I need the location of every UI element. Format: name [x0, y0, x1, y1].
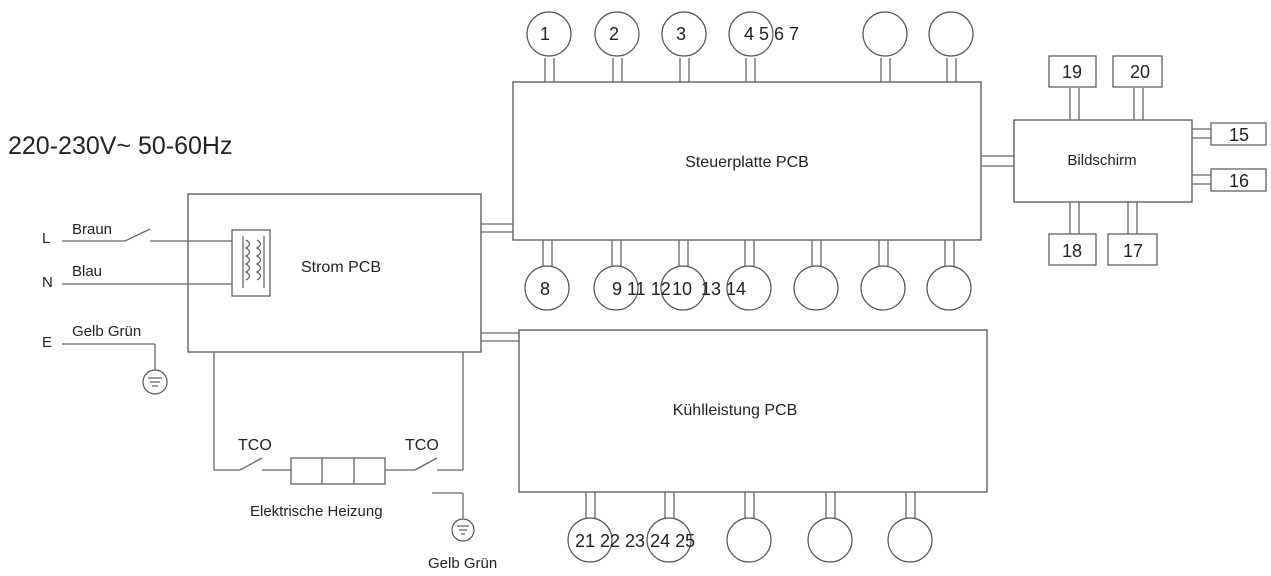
- transformer-icon: [231, 229, 271, 297]
- terminal-N: N: [42, 274, 53, 291]
- control-top-label-2: 2: [609, 24, 619, 44]
- display-connectors: 19 20 18 17 15 16: [1048, 55, 1267, 266]
- display-port-17-label: 17: [1123, 241, 1143, 261]
- heater-element-icon: [290, 457, 386, 485]
- control-bottom-circle-4: [726, 265, 772, 311]
- display-port-15-label: 15: [1229, 125, 1249, 145]
- display-label: Bildschirm: [1067, 152, 1136, 169]
- cooling-bottom-connectors: 21 22 23 24 25: [567, 492, 933, 563]
- cooling-circle-2: [646, 517, 692, 563]
- display-port-18-label: 18: [1062, 241, 1082, 261]
- wire-L-color: Braun: [72, 221, 112, 238]
- display-port-20-label: 20: [1130, 62, 1150, 82]
- control-top-circle-5: [862, 11, 908, 57]
- display-unit: [1013, 119, 1193, 203]
- control-bottom-label-1: 8: [540, 279, 550, 299]
- tco-right-switch-icon: [414, 457, 438, 471]
- control-top-circle-1: [526, 11, 572, 57]
- cooling-circle-4: [807, 517, 853, 563]
- display-port-19-label: 19: [1062, 62, 1082, 82]
- display-port-17: [1107, 233, 1158, 266]
- cooling-circle-3: [726, 517, 772, 563]
- heater-label: Elektrische Heizung: [250, 503, 383, 520]
- ground-icon: [142, 369, 168, 395]
- control-bottom-circle-2: [593, 265, 639, 311]
- control-bottom-circle-1: [524, 265, 570, 311]
- power-board-label: Strom PCB: [301, 259, 381, 276]
- tco-right-label: TCO: [405, 437, 439, 454]
- mains-input: L Braun N Blau E Gelb Grün: [42, 221, 232, 395]
- display-port-16-label: 16: [1229, 171, 1249, 191]
- supply-rating: 220-230V~ 50-60Hz: [8, 132, 232, 160]
- control-top-circle-4: [728, 11, 774, 57]
- display-port-15: [1210, 122, 1267, 146]
- control-bottom-connectors: 8 9 11 12 10 13 14: [524, 240, 972, 311]
- display-port-20: [1112, 55, 1163, 88]
- tco-left-label: TCO: [238, 437, 272, 454]
- control-top-circle-3: [661, 11, 707, 57]
- control-bottom-circle-5: [793, 265, 839, 311]
- heater-circuit: TCO TCO Elektrische Heizung Gelb Grün: [213, 352, 497, 572]
- control-board-label: Steuerplatte PCB: [685, 154, 809, 171]
- control-top-circle-6: [928, 11, 974, 57]
- heater-ground-label: Gelb Grün: [428, 555, 497, 572]
- cooling-board: [518, 329, 988, 493]
- control-top-connectors: 1 2 3 4 5 6 7: [526, 11, 974, 82]
- display-port-19: [1048, 55, 1097, 88]
- control-bottom-label-3: 10: [672, 279, 692, 299]
- cooling-board-label: Kühlleistung PCB: [673, 402, 798, 419]
- wire-N-color: Blau: [72, 263, 102, 280]
- terminal-E: E: [42, 334, 52, 351]
- control-board: [512, 81, 982, 241]
- terminal-L: L: [42, 230, 50, 247]
- display-port-18: [1048, 233, 1097, 266]
- wire-E-color: Gelb Grün: [72, 323, 141, 340]
- display-port-16: [1210, 168, 1267, 192]
- control-bottom-label-4: 13 14: [701, 279, 746, 299]
- control-top-label-4: 4 5 6 7: [744, 24, 799, 44]
- cooling-circle-5: [887, 517, 933, 563]
- mains-switch-icon: [124, 228, 151, 242]
- control-bottom-label-2: 9 11 12: [612, 279, 671, 299]
- tco-left-switch-icon: [239, 457, 263, 471]
- control-bottom-circle-6: [860, 265, 906, 311]
- heater-ground-icon: [451, 518, 475, 542]
- control-top-label-3: 3: [676, 24, 686, 44]
- cooling-label-1: 21 22 23 24 25: [575, 531, 695, 551]
- control-bottom-circle-3: [660, 265, 706, 311]
- control-top-label-1: 1: [540, 24, 550, 44]
- control-bottom-circle-7: [926, 265, 972, 311]
- control-top-circle-2: [594, 11, 640, 57]
- cooling-circle-1: [567, 517, 613, 563]
